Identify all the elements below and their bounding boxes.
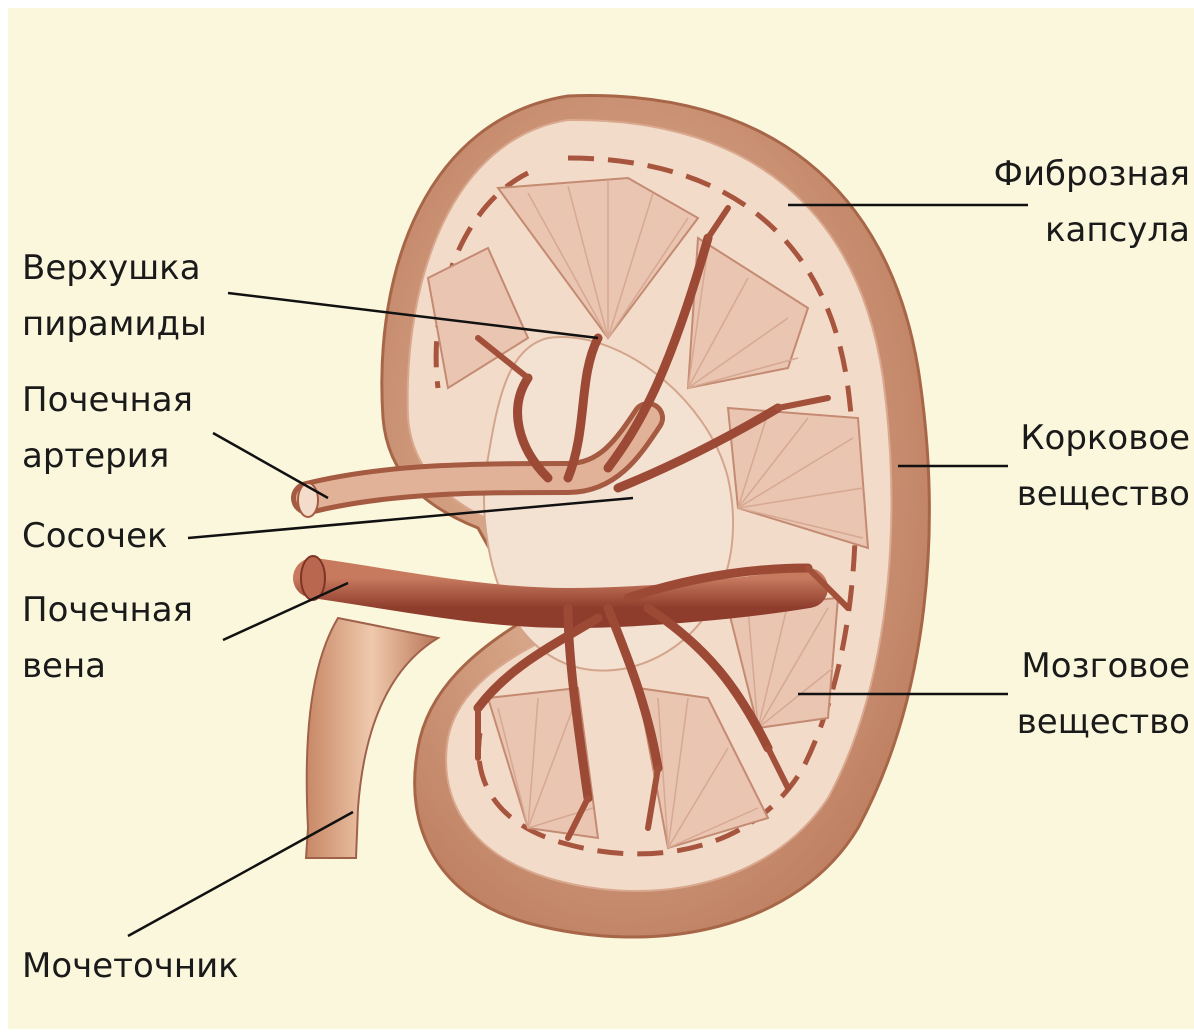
label-ureter-line1: Мочеточник — [22, 938, 239, 994]
label-pyramid-apex-line2: пирамиды — [22, 296, 207, 352]
label-medulla-line1: Мозговое — [1017, 638, 1190, 694]
label-cortex-line2: вещество — [1017, 466, 1190, 522]
label-renal-vein-line2: вена — [22, 638, 193, 694]
label-renal-artery-line2: артерия — [22, 428, 193, 484]
label-medulla-line2: вещество — [1017, 694, 1190, 750]
label-fibrous-capsule-line2: капсула — [994, 202, 1190, 258]
leader-renal-vein — [223, 583, 348, 640]
label-pyramid-apex: Верхушка пирамиды — [22, 240, 207, 352]
leader-ureter — [128, 812, 353, 936]
label-renal-artery-line1: Почечная — [22, 372, 193, 428]
label-renal-vein: Почечная вена — [22, 582, 193, 694]
label-cortex: Корковое вещество — [1017, 410, 1190, 522]
label-cortex-line1: Корковое — [1017, 410, 1190, 466]
label-ureter: Мочеточник — [22, 938, 239, 994]
label-renal-vein-line1: Почечная — [22, 582, 193, 638]
diagram-frame: Фиброзная капсула Верхушка пирамиды Поче… — [8, 8, 1194, 1029]
label-papilla-line1: Сосочек — [22, 508, 168, 564]
leader-renal-artery — [213, 433, 328, 498]
label-papilla: Сосочек — [22, 508, 168, 564]
label-medulla: Мозговое вещество — [1017, 638, 1190, 750]
label-pyramid-apex-line1: Верхушка — [22, 240, 207, 296]
label-fibrous-capsule-line1: Фиброзная — [994, 146, 1190, 202]
label-renal-artery: Почечная артерия — [22, 372, 193, 484]
label-fibrous-capsule: Фиброзная капсула — [994, 146, 1190, 258]
